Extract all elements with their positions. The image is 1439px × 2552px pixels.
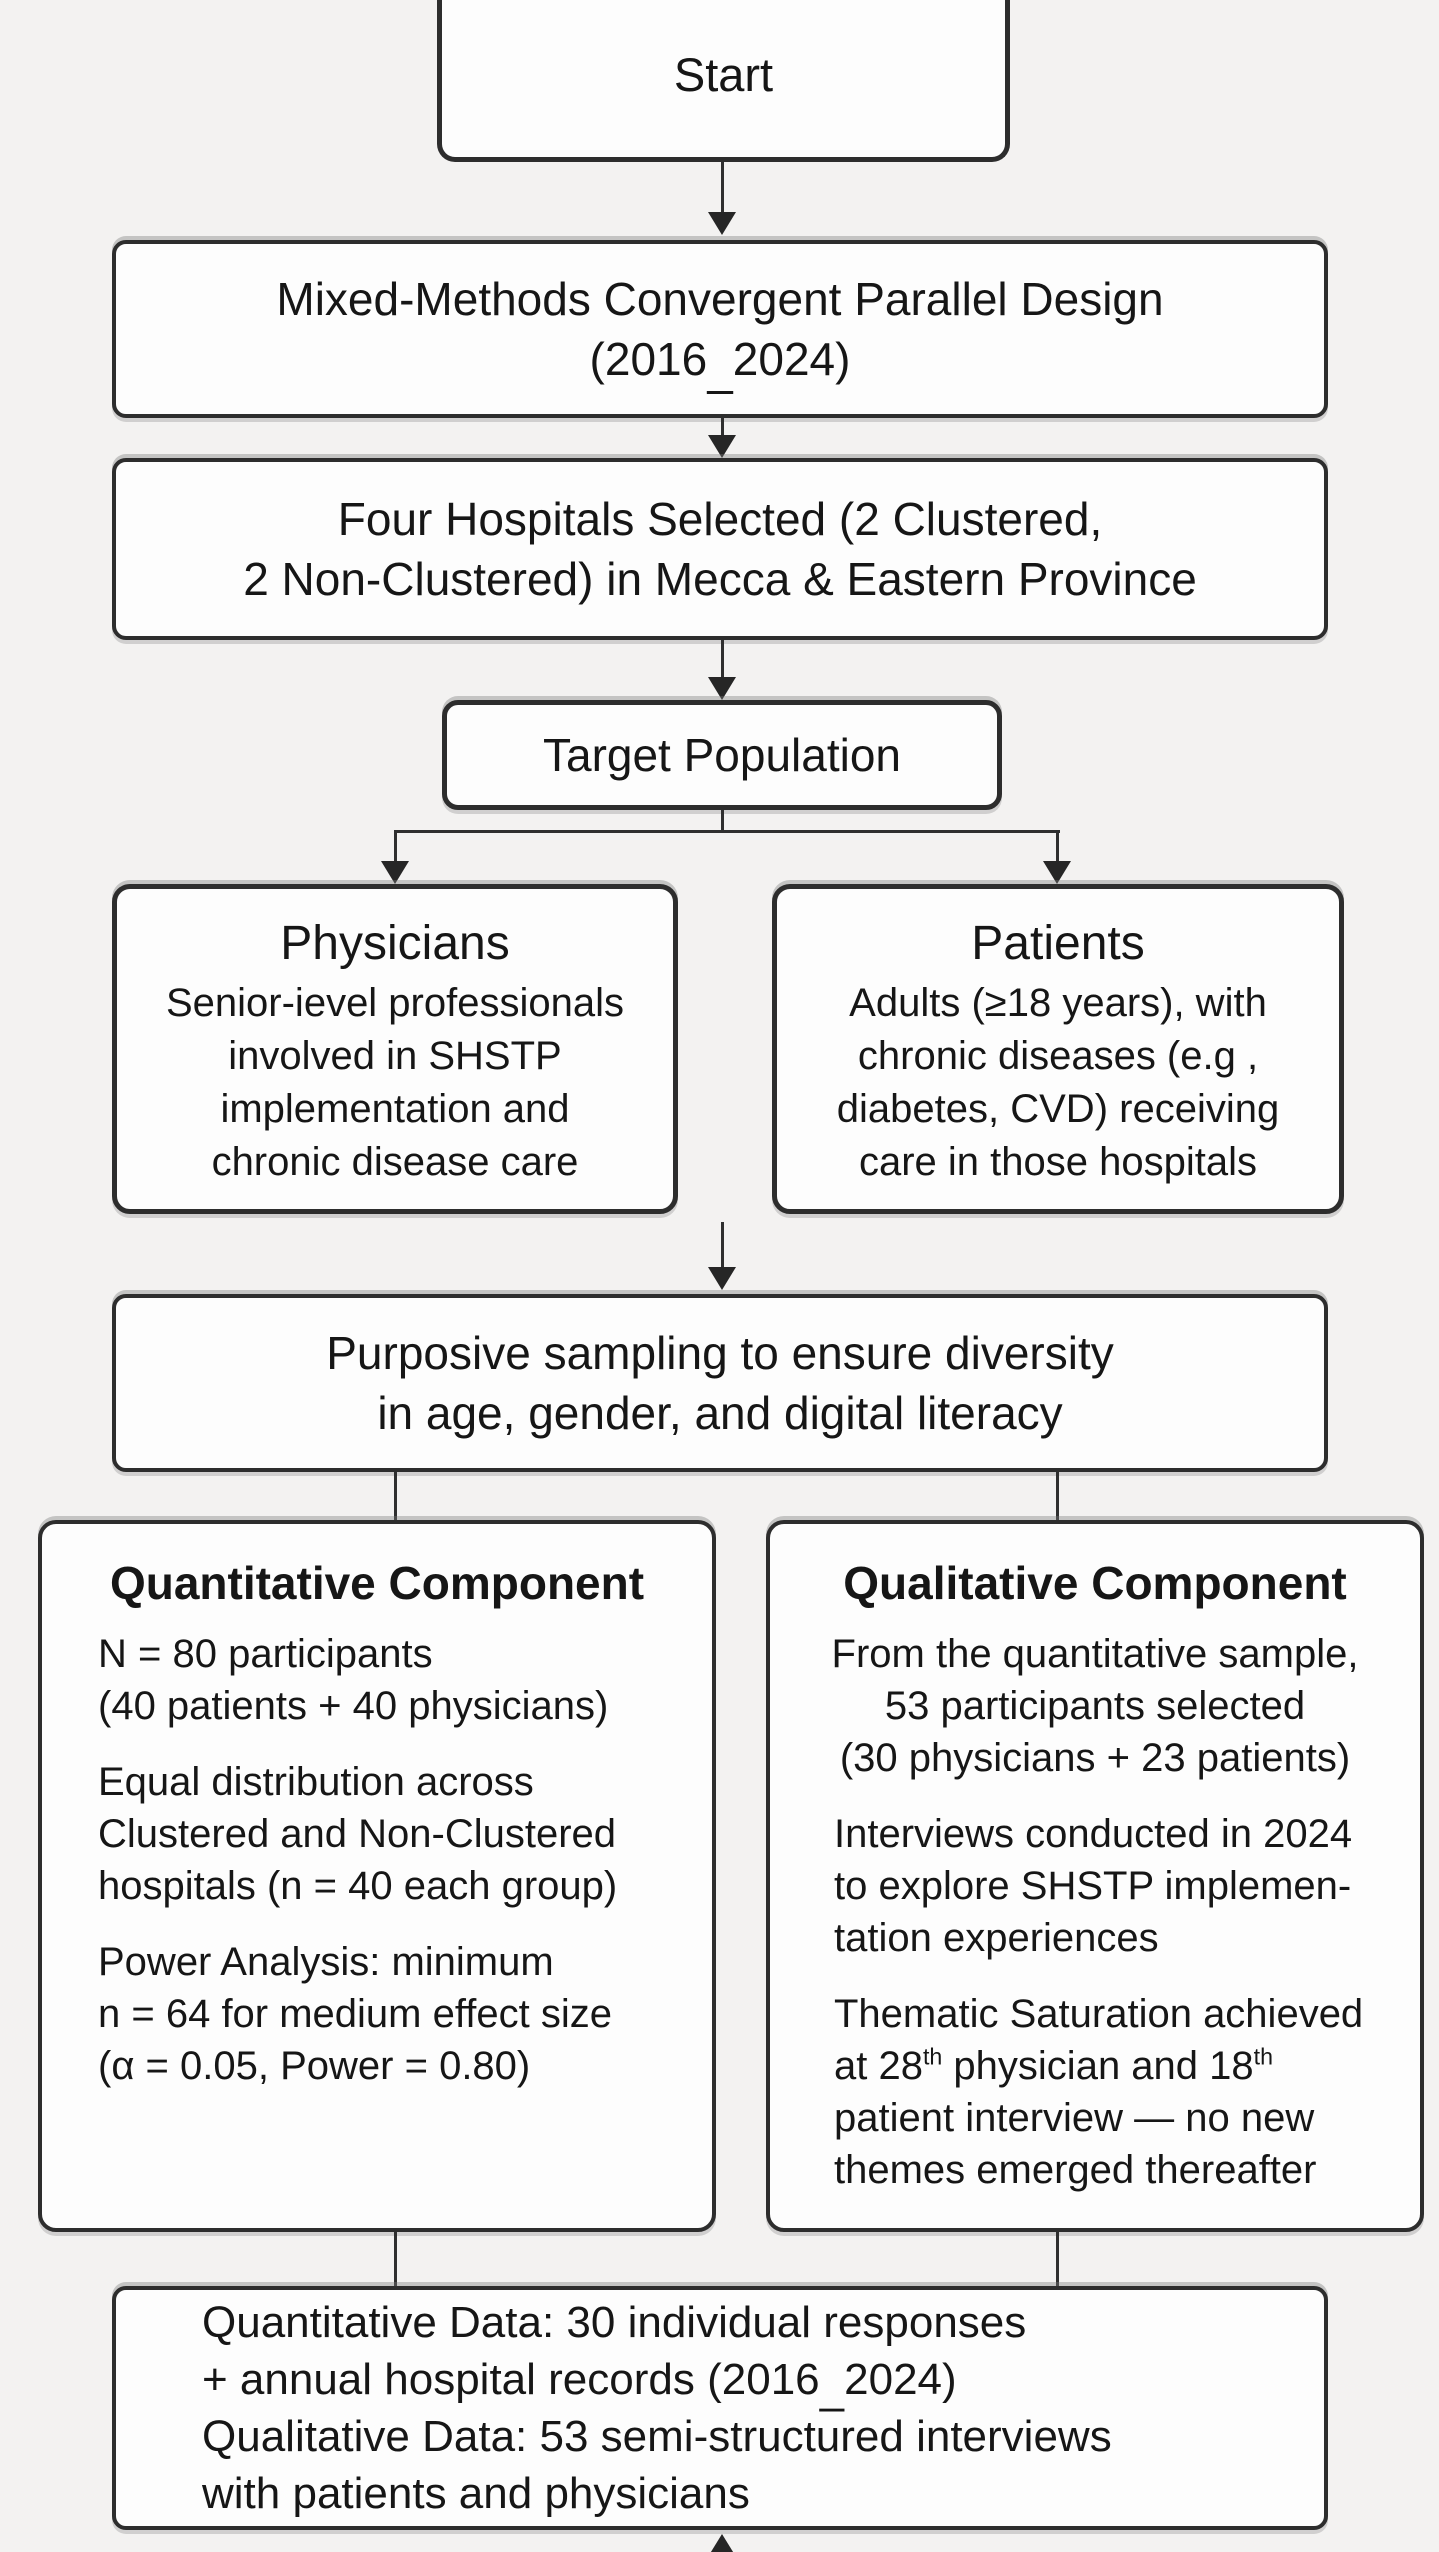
connector-line: [394, 2232, 397, 2286]
arrow-up-icon: [706, 2534, 738, 2552]
arrow-down-icon: [708, 435, 736, 458]
connector-line: [721, 640, 724, 678]
start-node: Start: [437, 0, 1010, 162]
data-summary-node: Quantitative Data: 30 individual respons…: [112, 2286, 1328, 2530]
arrow-down-icon: [1043, 861, 1071, 884]
connector-line: [1056, 1472, 1059, 1520]
design-node: Mixed-Methods Convergent Parallel Design…: [112, 240, 1328, 418]
start-label: Start: [673, 48, 774, 101]
quantitative-paragraph-sample: N = 80 participants (40 patients + 40 ph…: [98, 1632, 609, 1728]
physicians-node: Physicians Senior-ievel professionals in…: [112, 884, 678, 1214]
connector-line: [394, 1472, 397, 1520]
target-population-node: Target Population: [442, 700, 1002, 810]
arrow-down-icon: [708, 1267, 736, 1290]
quantitative-component-node: Quantitative Component N = 80 participan…: [38, 1520, 716, 2232]
qualitative-paragraph-interviews: Interviews conducted in 2024 to explore …: [834, 1812, 1353, 1960]
connector-line: [721, 162, 724, 212]
arrow-down-icon: [708, 677, 736, 700]
qualitative-component-node: Qualitative Component From the quantitat…: [766, 1520, 1424, 2232]
qualitative-title: Qualitative Component: [843, 1557, 1347, 1609]
sampling-label: Purposive sampling to ensure diversity i…: [326, 1327, 1114, 1439]
quantitative-title: Quantitative Component: [109, 1557, 645, 1609]
arrow-down-icon: [381, 861, 409, 884]
patients-description: Adults (≥18 years), with chronic disease…: [836, 981, 1280, 1184]
connector-line: [721, 418, 724, 436]
quantitative-paragraph-distribution: Equal distribution across Clustered and …: [98, 1760, 618, 1908]
target-population-label: Target Population: [542, 729, 902, 781]
patients-title: Patients: [971, 917, 1145, 970]
connector-line: [721, 810, 724, 832]
connector-line: [721, 1222, 724, 1268]
physicians-description: Senior-ievel professionals involved in S…: [165, 981, 624, 1184]
arrow-down-icon: [708, 212, 736, 235]
connector-line: [394, 830, 1060, 833]
physicians-title: Physicians: [280, 917, 510, 970]
sampling-node: Purposive sampling to ensure diversity i…: [112, 1294, 1328, 1472]
qualitative-paragraph-sample: From the quantitative sample, 53 partici…: [831, 1632, 1359, 1780]
connector-line: [1056, 830, 1059, 862]
connector-line: [1056, 2232, 1059, 2286]
patients-node: Patients Adults (≥18 years), with chroni…: [772, 884, 1344, 1214]
hospitals-node: Four Hospitals Selected (2 Clustered, 2 …: [112, 458, 1328, 640]
hospitals-label: Four Hospitals Selected (2 Clustered, 2 …: [243, 493, 1197, 605]
connector-line: [394, 830, 397, 862]
design-label: Mixed-Methods Convergent Parallel Design…: [276, 273, 1164, 402]
qualitative-paragraph-saturation: Thematic Saturation achieved at 28th phy…: [834, 1992, 1364, 2192]
quantitative-paragraph-power: Power Analysis: minimum n = 64 for mediu…: [98, 1940, 612, 2088]
data-summary-label: Quantitative Data: 30 individual respons…: [202, 2298, 1112, 2518]
